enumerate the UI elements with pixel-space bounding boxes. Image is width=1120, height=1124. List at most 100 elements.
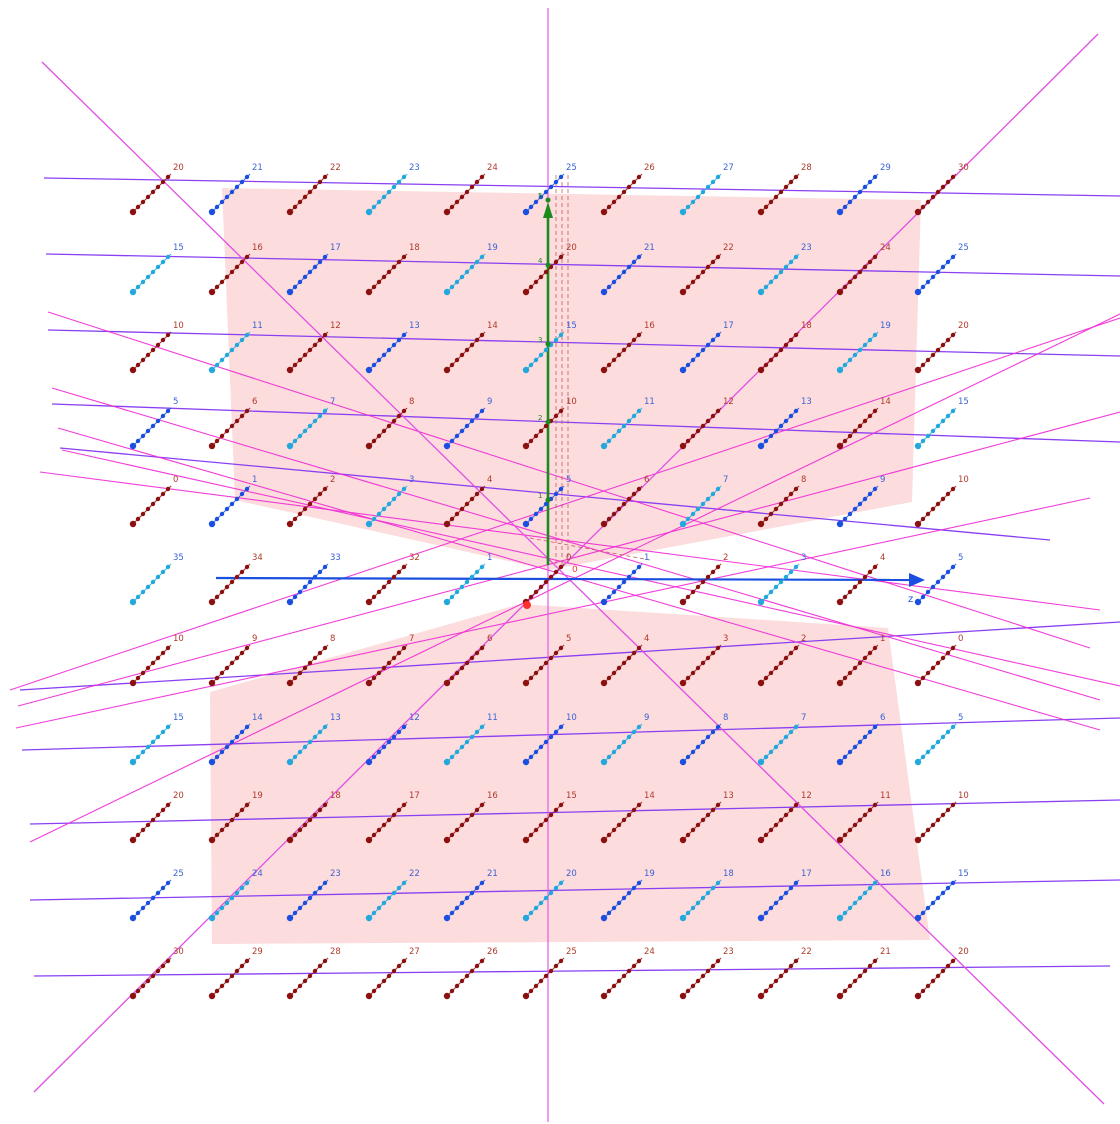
- y-tick-label: 3: [538, 336, 542, 344]
- cluster-label: 2: [801, 634, 806, 644]
- cluster-stroke: [133, 880, 171, 918]
- cluster-label: 5: [566, 634, 571, 644]
- point-cluster: 20: [915, 947, 969, 999]
- cluster-stroke: [526, 958, 564, 996]
- point-cluster: 10: [915, 475, 969, 527]
- cluster-stroke: [212, 564, 250, 602]
- cluster-label: 10: [566, 397, 577, 407]
- cluster-label: 7: [723, 475, 728, 485]
- cluster-stroke: [604, 958, 642, 996]
- point-cluster: 10: [915, 791, 969, 843]
- point-cluster: 15: [130, 713, 184, 765]
- cluster-label: 1: [487, 553, 492, 563]
- cluster-label: 0: [958, 634, 963, 644]
- cluster-label: 10: [173, 321, 184, 331]
- cluster-label: 21: [252, 163, 263, 173]
- cluster-label: 14: [252, 713, 263, 723]
- cluster-label: 1: [252, 475, 257, 485]
- cluster-label: 15: [566, 791, 577, 801]
- y-tick-label: 1: [538, 492, 542, 500]
- cluster-label: 23: [409, 163, 420, 173]
- cluster-stroke: [133, 254, 171, 292]
- y-tick-label: 4: [538, 257, 543, 265]
- point-cluster: 22: [758, 947, 812, 999]
- y-tick-label: 2: [538, 414, 542, 422]
- cluster-label: 19: [252, 791, 263, 801]
- point-cluster: 23: [680, 947, 734, 999]
- cluster-label: 14: [644, 791, 655, 801]
- cluster-label: 25: [173, 869, 184, 879]
- cluster-label: 8: [409, 397, 414, 407]
- cluster-label: 17: [409, 791, 420, 801]
- cluster-stroke: [369, 564, 407, 602]
- cluster-stroke: [290, 564, 328, 602]
- cluster-label: 20: [173, 791, 184, 801]
- point-cluster: 15: [130, 243, 184, 295]
- cluster-label: 19: [487, 243, 498, 253]
- cluster-label: 9: [644, 713, 649, 723]
- cluster-label: 25: [566, 947, 577, 957]
- cluster-label: 18: [409, 243, 420, 253]
- cluster-label: 28: [330, 947, 341, 957]
- cluster-label: 8: [330, 634, 335, 644]
- cluster-label: 24: [252, 869, 263, 879]
- cluster-label: 14: [487, 321, 498, 331]
- cluster-stroke: [918, 958, 956, 996]
- cluster-label: 20: [566, 243, 577, 253]
- cluster-label: 10: [958, 791, 969, 801]
- cluster-label: 20: [958, 947, 969, 957]
- cluster-label: 8: [801, 475, 806, 485]
- point-cluster: 20: [915, 321, 969, 373]
- cluster-label: 2: [723, 553, 728, 563]
- cluster-stroke: [918, 564, 956, 602]
- cluster-stroke: [683, 564, 721, 602]
- cluster-label: 0: [173, 475, 178, 485]
- cluster-label: 16: [252, 243, 263, 253]
- cluster-label: 19: [644, 869, 655, 879]
- cluster-label: 7: [409, 634, 414, 644]
- cluster-label: 17: [801, 869, 812, 879]
- y-tick-marker: [546, 342, 551, 347]
- cluster-label: 18: [723, 869, 734, 879]
- cluster-label: 6: [644, 475, 649, 485]
- cluster-label: 22: [330, 163, 341, 173]
- cluster-stroke: [918, 408, 956, 446]
- cluster-label: 6: [880, 713, 885, 723]
- cluster-label: 29: [880, 163, 891, 173]
- cluster-label: 23: [801, 243, 812, 253]
- cluster-label: 24: [880, 243, 891, 253]
- cluster-label: 17: [330, 243, 341, 253]
- cluster-label: 15: [958, 397, 969, 407]
- cluster-stroke: [133, 958, 171, 996]
- y-tick-marker: [546, 263, 551, 268]
- cluster-stroke: [918, 486, 956, 524]
- point-cluster: 26: [444, 947, 498, 999]
- cluster-label: 7: [801, 713, 806, 723]
- cluster-label: 25: [958, 243, 969, 253]
- cluster-label: 11: [880, 791, 891, 801]
- cluster-label: 10: [958, 475, 969, 485]
- cluster-label: 5: [173, 397, 178, 407]
- cluster-label: 13: [801, 397, 812, 407]
- point-cluster: 24: [601, 947, 655, 999]
- point-cluster: 21: [837, 947, 891, 999]
- cluster-label: 11: [644, 397, 655, 407]
- cluster-label: 0: [566, 553, 571, 563]
- cluster-label: 13: [723, 791, 734, 801]
- point-cluster: 25: [523, 947, 577, 999]
- cluster-label: 30: [958, 163, 969, 173]
- cluster-label: 21: [880, 947, 891, 957]
- cluster-label: 14: [880, 397, 891, 407]
- cluster-label: 22: [801, 947, 812, 957]
- point-cluster: 35: [130, 553, 184, 605]
- cluster-label: 16: [487, 791, 498, 801]
- cluster-label: 18: [330, 791, 341, 801]
- cluster-stroke: [447, 958, 485, 996]
- focus-point: [523, 601, 531, 609]
- z-axis-label: z: [908, 594, 913, 605]
- cluster-label: 24: [487, 163, 498, 173]
- cluster-label: 5: [958, 713, 963, 723]
- point-cluster: 15: [915, 397, 969, 449]
- cluster-label: 5: [958, 553, 963, 563]
